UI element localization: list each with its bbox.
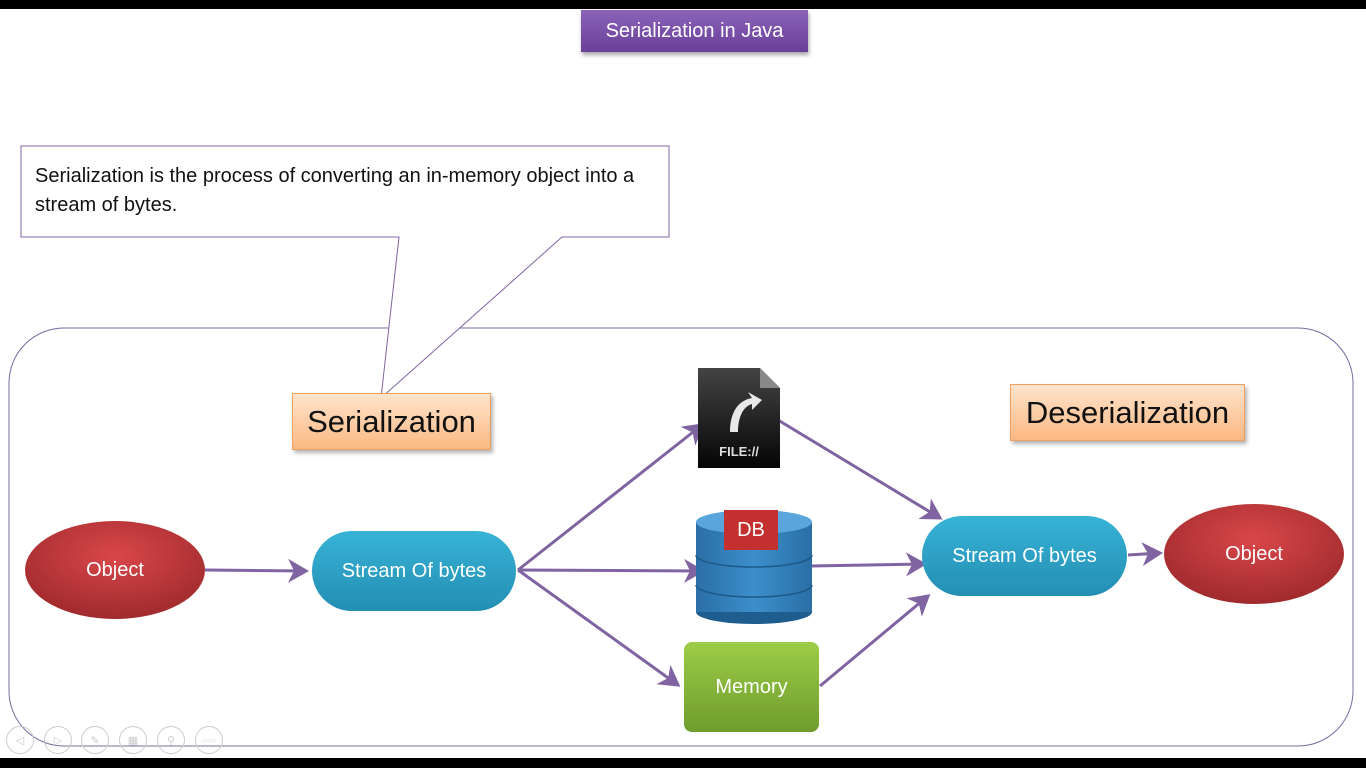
bottom-bar — [0, 758, 1366, 768]
arrow-db-to-stream — [809, 552, 927, 577]
more-icon[interactable]: ○○○ — [195, 726, 223, 754]
slides-icon[interactable]: ▦ — [119, 726, 147, 754]
arrow-stream-to-memory — [517, 568, 681, 687]
object-left-label: Object — [86, 558, 144, 581]
arrow-memory-to-stream — [819, 594, 931, 688]
memory-node — [684, 642, 819, 732]
stream-left-node — [312, 531, 516, 611]
callout-text: Serialization is the process of converti… — [35, 165, 635, 216]
object-right-node — [1164, 504, 1344, 604]
stream-right-label: Stream Of bytes — [952, 544, 1097, 567]
callout-box — [20, 145, 670, 400]
zoom-icon[interactable]: ⚲ — [157, 726, 185, 754]
arrow-stream-to-file — [517, 423, 705, 572]
object-left-node — [25, 521, 205, 619]
top-bar — [0, 0, 1366, 9]
object-right-label: Object — [1225, 542, 1283, 565]
stream-right-node — [922, 516, 1127, 596]
pen-icon[interactable]: ✎ — [81, 726, 109, 754]
arrow-stream-to-db — [517, 558, 705, 583]
file-caption: FILE:// — [719, 443, 759, 459]
db-label: DB — [737, 518, 765, 541]
file-icon — [698, 368, 780, 468]
arrow-file-to-stream — [777, 418, 943, 520]
memory-label: Memory — [715, 675, 788, 698]
database-icon — [695, 510, 813, 624]
serialization-label: Serialization — [292, 393, 491, 450]
previous-icon[interactable]: ◁ — [6, 726, 34, 754]
stream-left-label: Stream Of bytes — [341, 559, 487, 582]
deserialization-label: Deserialization — [1010, 384, 1245, 441]
next-icon[interactable]: ▷ — [44, 726, 72, 754]
arrow-object-to-stream — [204, 558, 309, 583]
process-container — [8, 327, 1354, 747]
arrow-stream-to-object — [1127, 542, 1163, 567]
slide-title: Serialization in Java — [581, 10, 808, 52]
